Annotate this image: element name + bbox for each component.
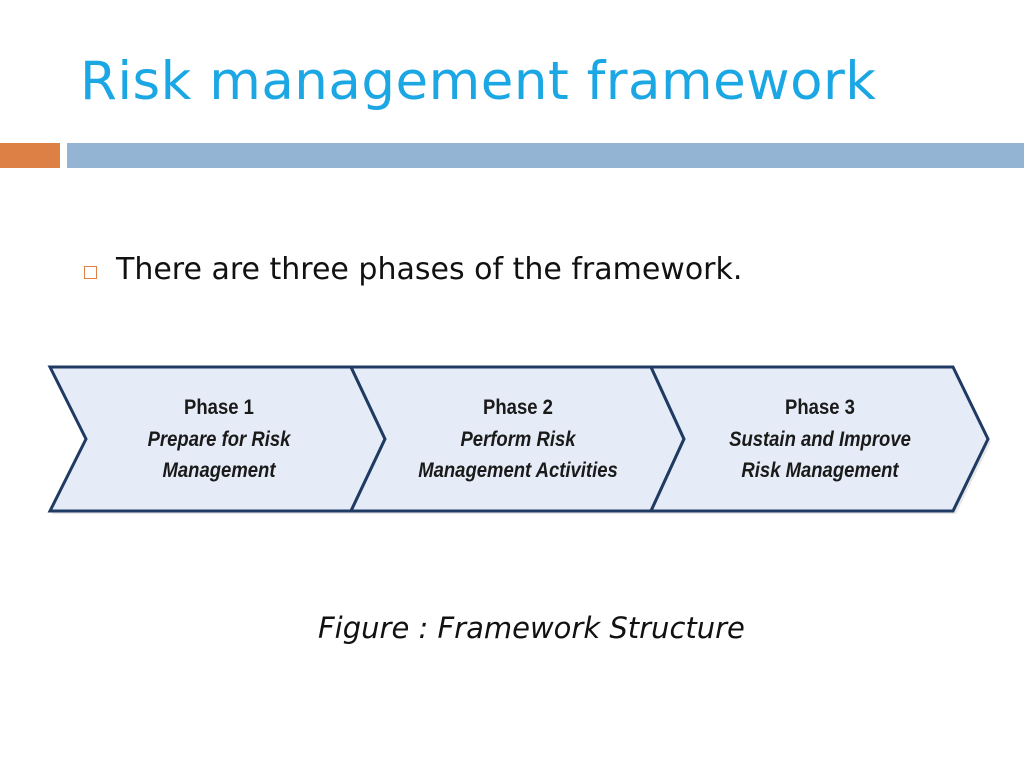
phase-3-desc-line1: Sustain and Improve: [729, 427, 911, 451]
title-accent-orange-bar: [0, 143, 60, 168]
phase-1-label: Phase 1 Prepare for Risk Management: [87, 392, 351, 487]
phase-3-label: Phase 3 Sustain and Improve Risk Managem…: [688, 392, 952, 487]
figure-caption: Figure : Framework Structure: [318, 611, 745, 645]
phase-2-number: Phase 2: [483, 396, 553, 419]
phase-2-desc-line2: Management Activities: [418, 459, 618, 482]
phase-3-number: Phase 3: [785, 396, 855, 419]
bullet-text: There are three phases of the framework.: [116, 252, 743, 287]
phase-1-desc-line2: Management: [162, 459, 276, 482]
bullet-list-item: There are three phases of the framework.: [84, 248, 742, 292]
title-accent-blue-bar: [67, 143, 1024, 168]
phase-2-desc-line1: Perform Risk: [460, 427, 576, 451]
phase-3-desc-line2: Risk Management: [741, 459, 899, 482]
phase-1-number: Phase 1: [184, 396, 254, 419]
phase-1-desc-line1: Prepare for Risk: [147, 427, 291, 451]
slide-title: Risk management framework: [80, 51, 877, 112]
hollow-square-bullet-icon: [84, 265, 97, 279]
phase-2-label: Phase 2 Perform Risk Management Activiti…: [386, 392, 650, 487]
